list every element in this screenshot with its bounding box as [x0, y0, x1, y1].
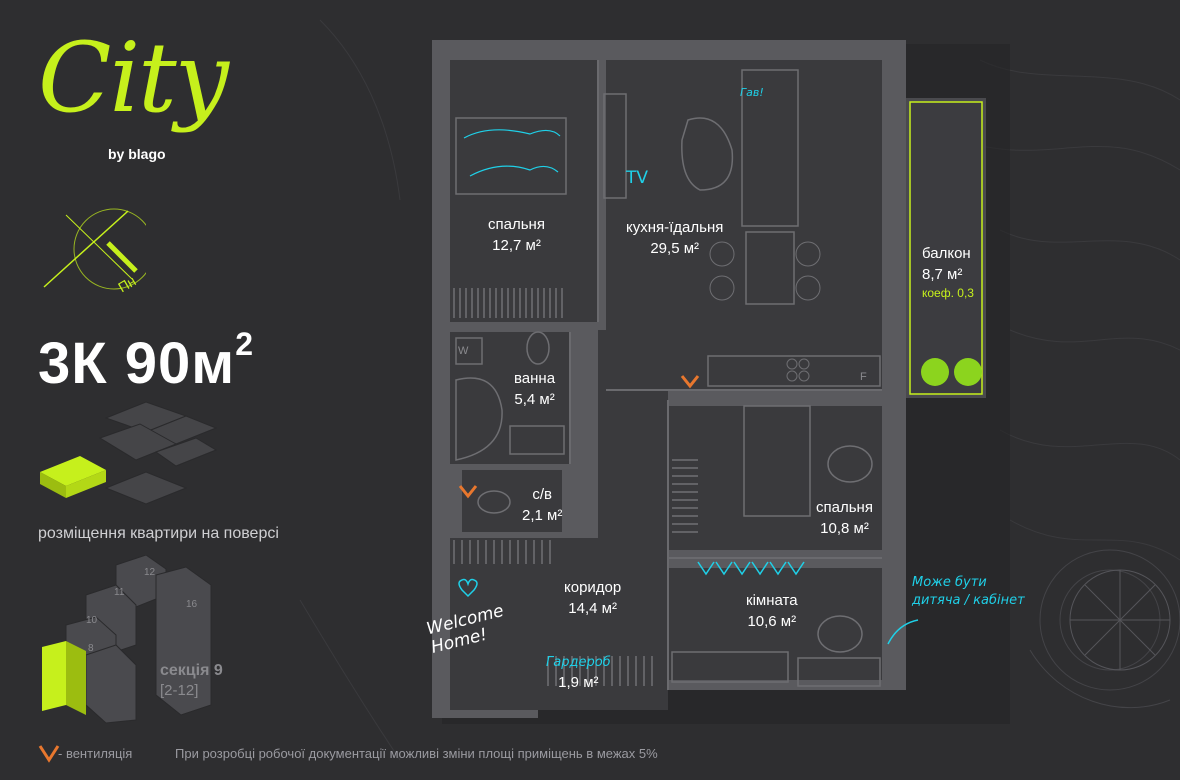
compass-icon — [43, 208, 146, 290]
block-number: 11 — [114, 587, 125, 598]
tree-icon — [1069, 569, 1171, 671]
vent-legend: - вентиляція — [58, 746, 133, 761]
section-label: секція 9 — [160, 662, 223, 679]
block-number: 16 — [186, 599, 198, 610]
floor-caption: розміщення квартири на поверсі — [38, 525, 279, 542]
block-number: 10 — [86, 615, 98, 626]
disclaimer: При розробці робочої документації можлив… — [175, 746, 658, 761]
floor-placement-diagram — [40, 401, 218, 505]
section-building-diagram: 12 11 10 8 16 — [42, 555, 212, 724]
tv-label: TV — [626, 168, 649, 188]
block-number: 12 — [144, 567, 156, 578]
fridge-label: F — [860, 371, 867, 383]
apartment-title: 3К 90м2 — [38, 326, 254, 396]
block-number: 8 — [88, 643, 94, 654]
washer-label: W — [458, 345, 469, 357]
floor-plan: W F — [432, 40, 1010, 724]
room-note: Може бути дитяча / кабінет — [912, 575, 1025, 609]
section-floors: [2-12] — [160, 682, 199, 699]
brand-sub: by blago — [108, 146, 166, 162]
vent-icon — [38, 745, 60, 763]
brand-logo: City — [38, 22, 229, 134]
dog-note: Гав! — [740, 86, 764, 99]
